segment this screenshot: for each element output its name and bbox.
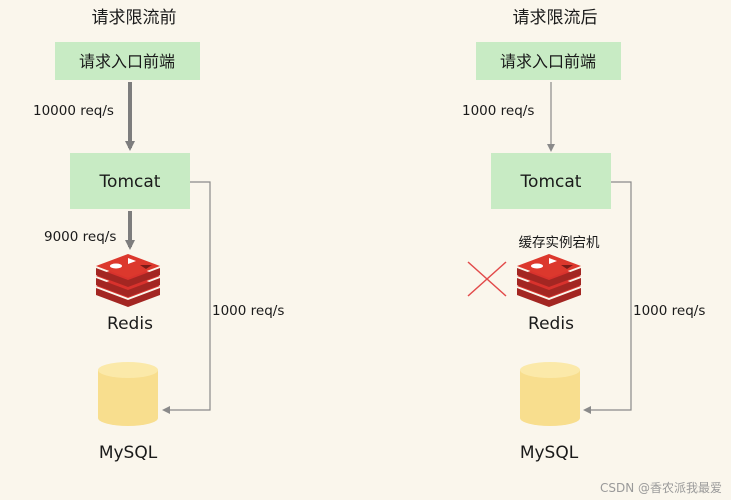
left-tomcat-box (70, 153, 190, 209)
right-entry-label: 请求入口前端 (500, 52, 596, 71)
right-redis-icon (517, 254, 581, 307)
left-rate-to-tomcat: 10000 req/s (33, 103, 114, 119)
left-rate-to-mysql: 1000 req/s (212, 303, 284, 319)
left-arrow-tomcat-mysql (162, 181, 211, 414)
right-redis-note: 缓存实例宕机 (519, 235, 600, 251)
left-entry-box (55, 42, 200, 80)
left-title: 请求限流前 (92, 8, 177, 28)
cross-icon (467, 261, 507, 297)
right-mysql-icon (520, 362, 580, 426)
right-rate-to-tomcat: 1000 req/s (462, 103, 534, 119)
left-rate-to-redis: 9000 req/s (44, 229, 116, 245)
right-title: 请求限流后 (513, 8, 598, 28)
right-redis-label: Redis (528, 314, 574, 334)
left-entry-label: 请求入口前端 (79, 52, 175, 71)
left-mysql-icon (98, 362, 158, 426)
left-redis-label: Redis (107, 314, 153, 334)
right-mysql-label: MySQL (520, 443, 579, 463)
right-tomcat-label: Tomcat (520, 172, 582, 192)
watermark: CSDN @香农派我最爱 (600, 481, 722, 495)
left-redis-icon (96, 254, 160, 307)
right-entry-box (476, 42, 621, 80)
right-rate-to-mysql: 1000 req/s (633, 303, 705, 319)
left-mysql-label: MySQL (99, 443, 158, 463)
right-arrow-tomcat-mysql (583, 181, 632, 414)
right-tomcat-box (491, 153, 611, 209)
left-tomcat-label: Tomcat (99, 172, 161, 192)
